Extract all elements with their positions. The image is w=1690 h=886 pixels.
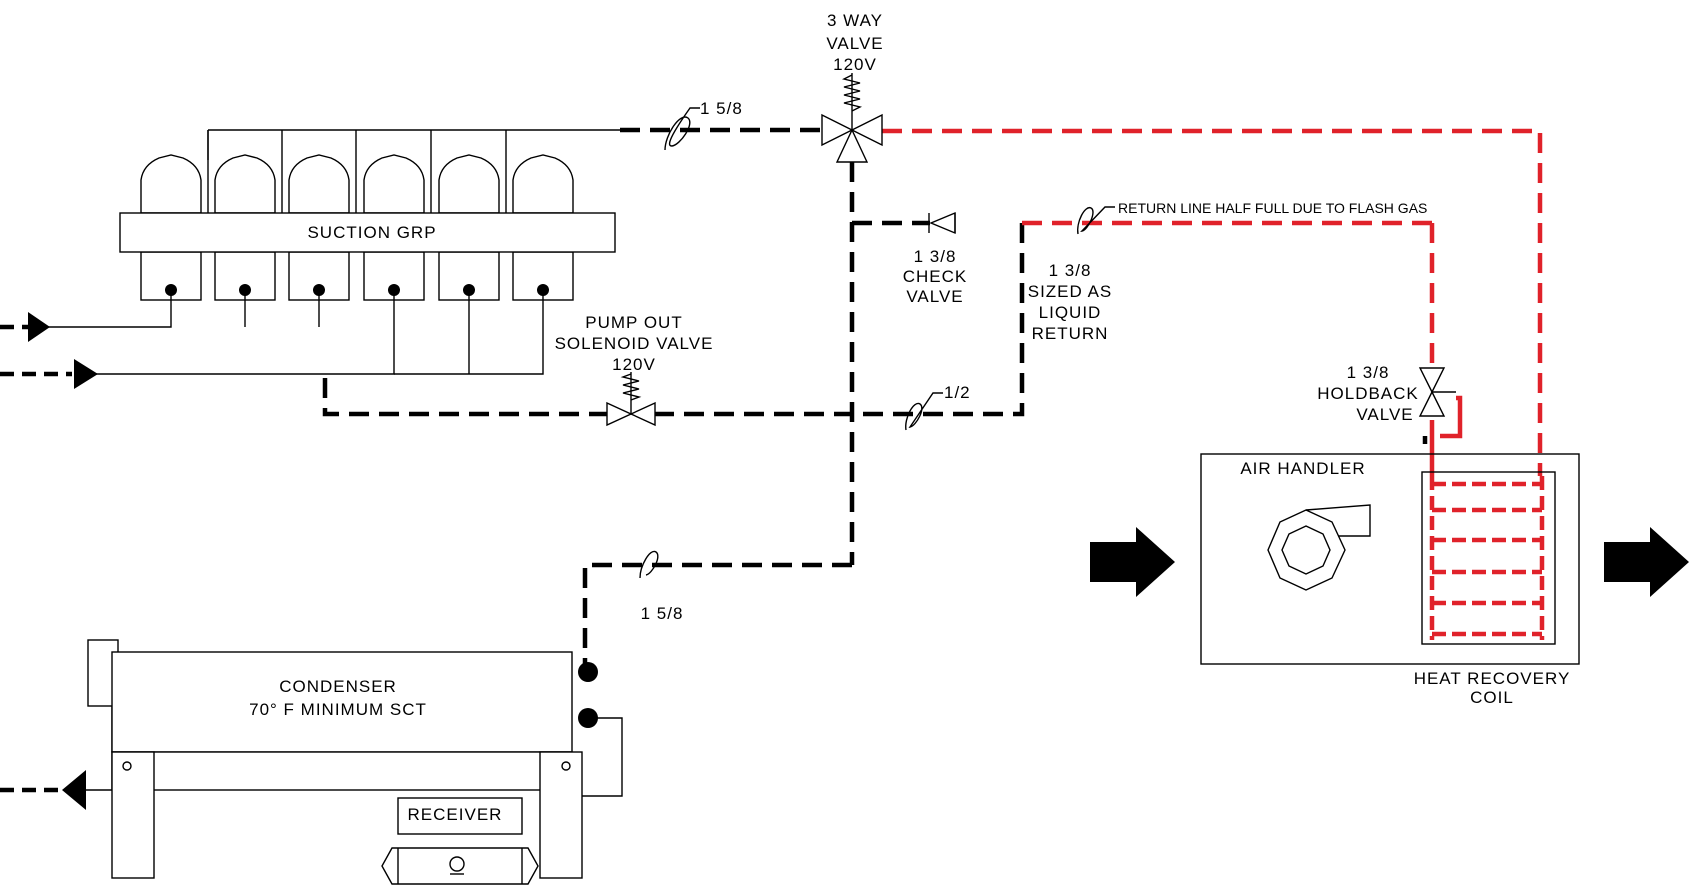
liquid-return-label-4: RETURN [1032,324,1109,343]
liquid-return-label-1: 1 3/8 [1049,261,1092,280]
air-inlet-arrow-icon [1090,527,1175,597]
pipe-tag-top-icon [664,107,700,151]
compressor-5 [438,130,507,301]
suction-group-label: SUCTION GRP [307,223,436,242]
holdback-valve[interactable] [1418,367,1456,417]
pipe-tag-bottom-icon [639,550,659,579]
holdback-valve-label-3: VALVE [1356,405,1413,424]
pipe-size-half: 1/2 [944,383,971,402]
pump-out-valve-label-2: SOLENOID VALVE [555,334,714,353]
air-handler-label: AIR HANDLER [1240,459,1365,478]
heat-recovery-coil-label-1: HEAT RECOVERY [1414,669,1571,688]
sight-glass-icon [449,856,465,872]
three-way-valve-label-1: 3 WAY [827,11,883,30]
suction-group-header [119,212,616,253]
three-way-valve-label-3: 120V [833,55,877,74]
compressor-6 [512,154,574,301]
check-valve-label-3: VALVE [906,287,963,306]
condenser-outlet-arrow-icon [62,770,86,810]
check-valve-label-1: 1 3/8 [914,247,957,266]
return-note: RETURN LINE HALF FULL DUE TO FLASH GAS [1118,200,1427,216]
suction-group: SUCTION GRP [0,129,620,389]
inlet-arrow-upper-icon [28,312,50,342]
holdback-valve-label-1: 1 3/8 [1347,363,1390,382]
red-piping [882,128,1543,476]
three-way-valve[interactable] [821,73,883,163]
black-piping [322,127,1025,668]
holdback-valve-label-2: HOLDBACK [1317,384,1419,403]
condenser: CONDENSER 70° F MINIMUM SCT [0,639,623,879]
fan-icon [1267,504,1371,591]
condenser-label-1: CONDENSER [279,677,397,696]
heat-recovery-coil-label-2: COIL [1470,688,1514,707]
inlet-arrow-lower-icon [74,359,98,389]
pump-out-valve-label-1: PUMP OUT [585,313,682,332]
check-valve-label-2: CHECK [903,267,968,286]
three-way-valve-label-2: VALVE [826,34,883,53]
pump-out-valve-label-3: 120V [612,355,656,374]
compressor-1 [140,130,209,301]
compressor-2 [214,130,283,301]
receiver-label: RECEIVER [408,805,503,824]
pump-out-solenoid-valve[interactable] [606,372,656,427]
condenser-inlet-port [578,662,598,682]
receiver: RECEIVER [381,797,539,885]
liquid-return-label-2: SIZED AS [1028,282,1113,301]
check-valve[interactable] [928,211,956,235]
pipe-tag-half-icon [905,392,943,431]
pipe-size-bottom: 1 5/8 [641,604,684,623]
air-outlet-arrow-icon [1604,527,1689,597]
condenser-label-2: 70° F MINIMUM SCT [249,700,427,719]
pipe-size-top: 1 5/8 [700,99,743,118]
liquid-return-label-3: LIQUID [1039,303,1102,322]
pipe-tag-return-icon [1077,206,1115,235]
heat-recovery-coil [1421,471,1556,645]
air-handler: AIR HANDLER [1090,453,1689,665]
